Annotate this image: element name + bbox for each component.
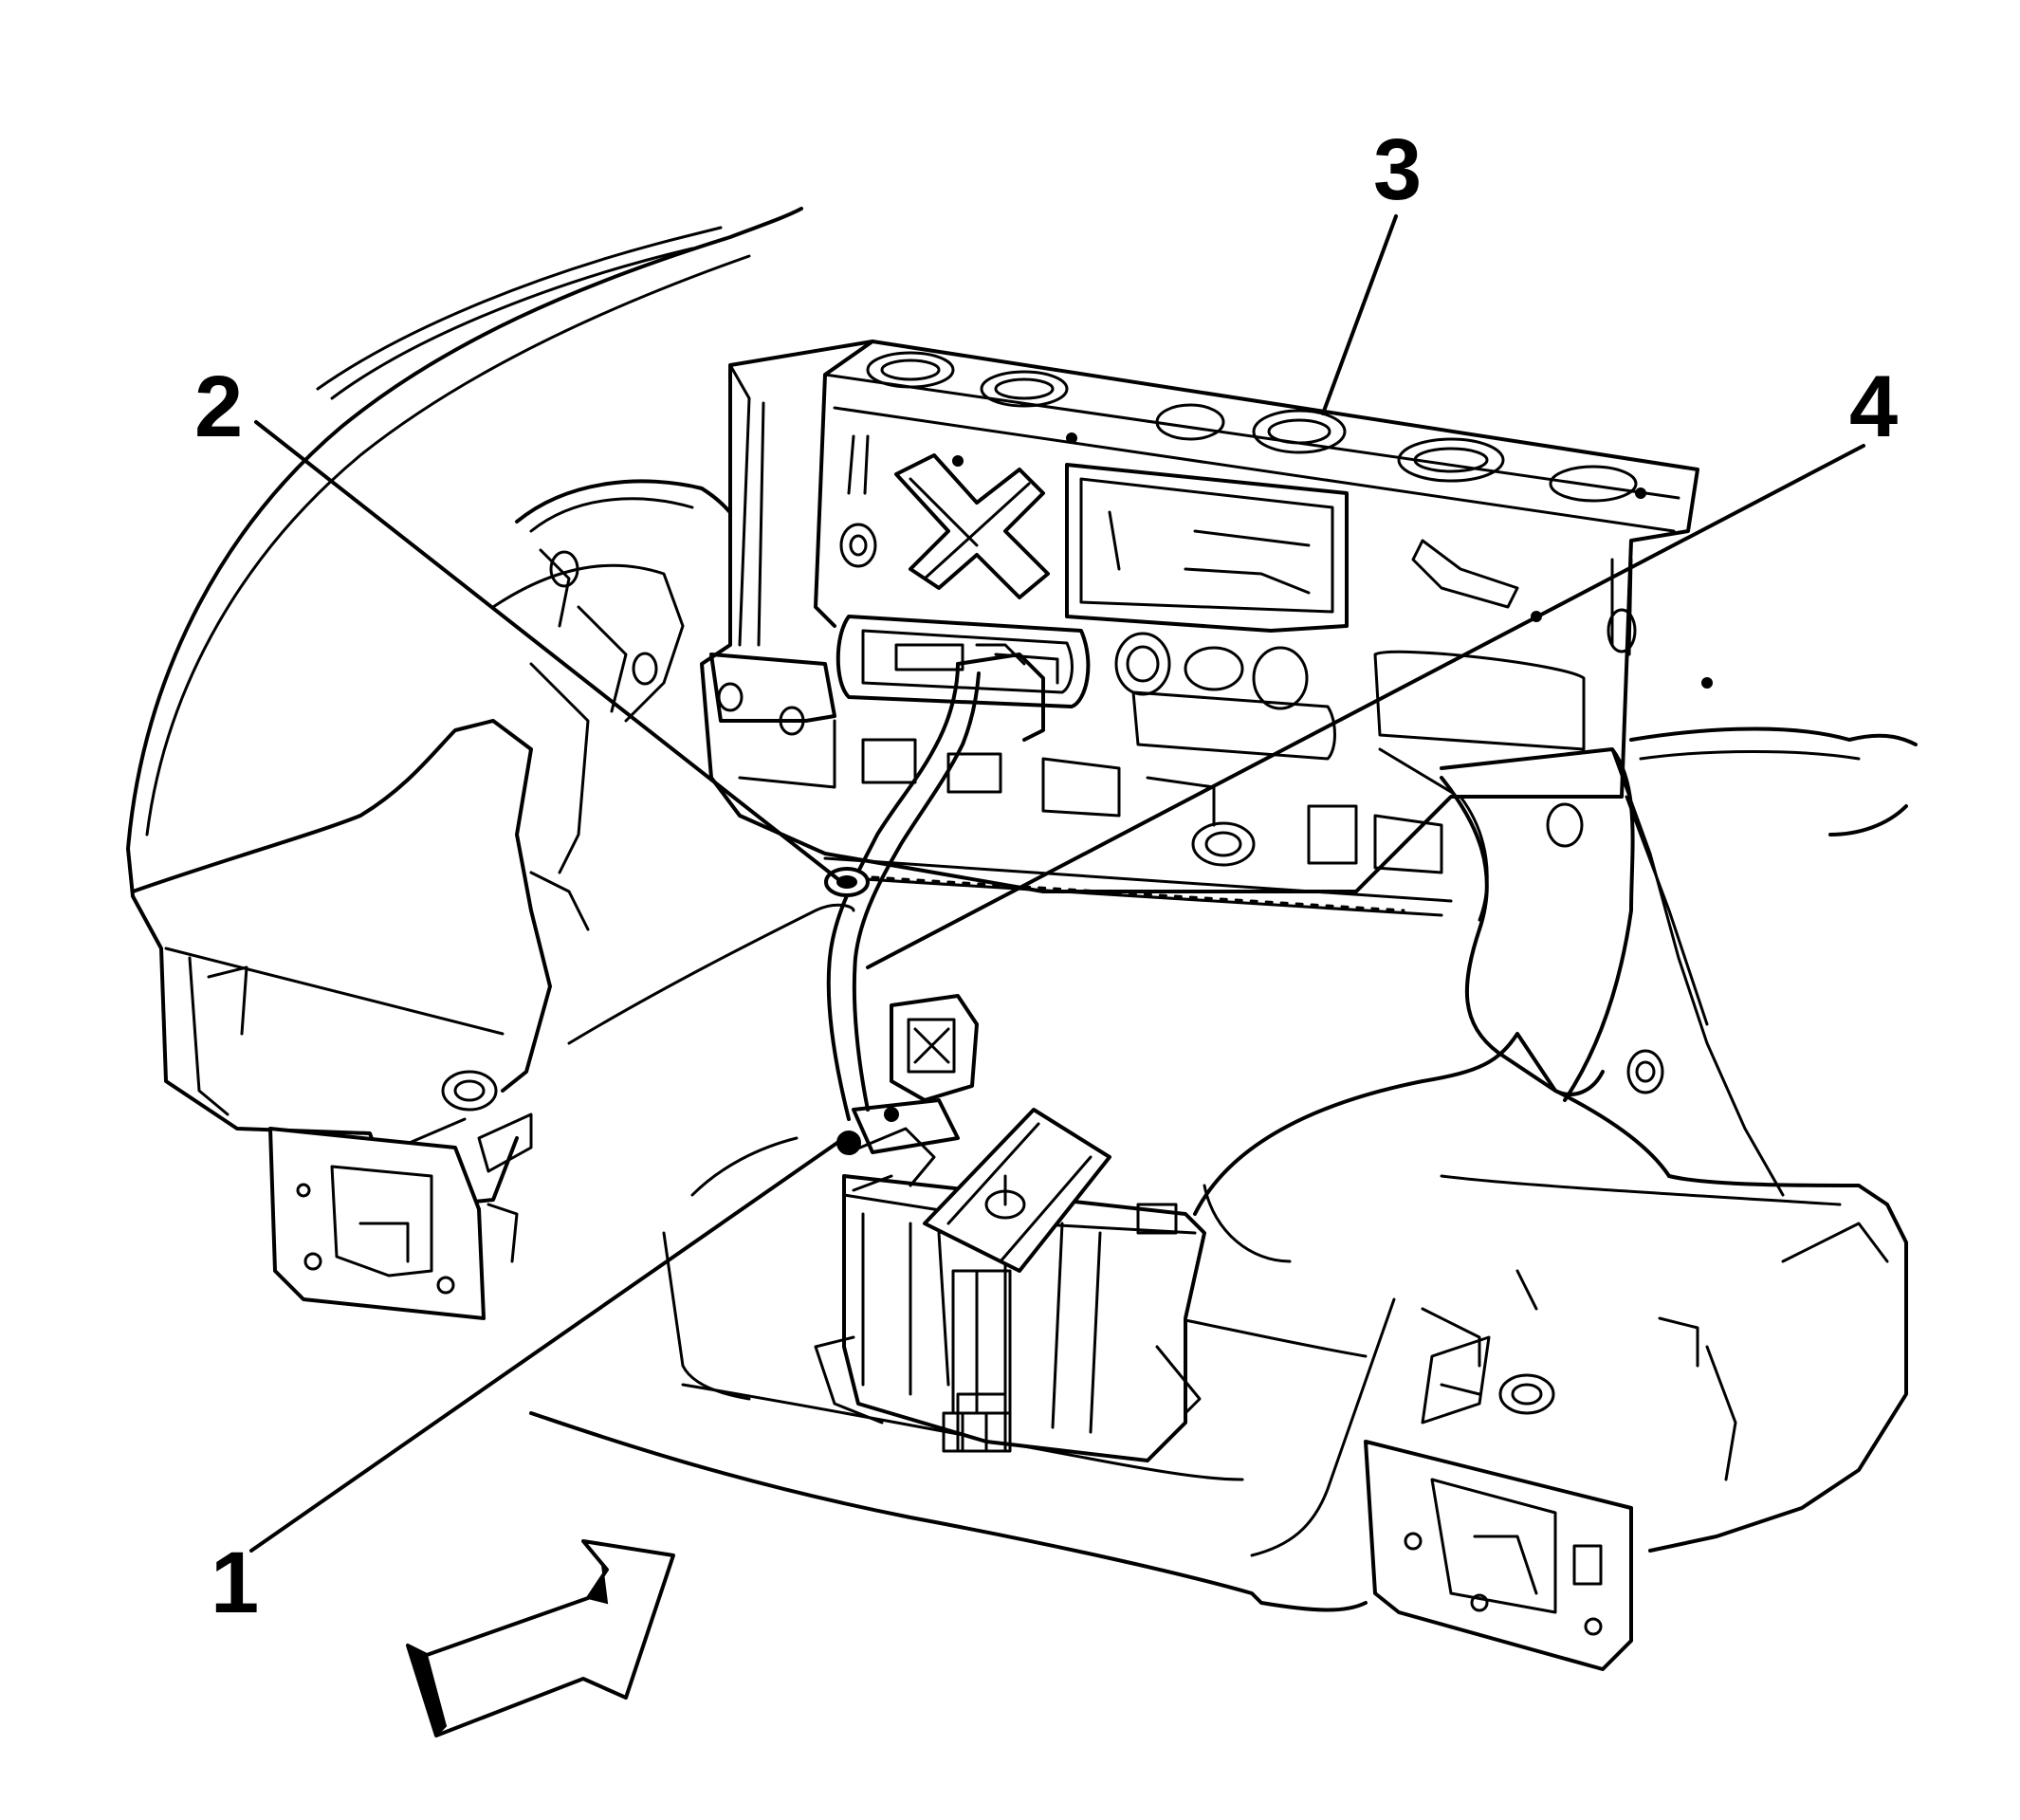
leader-line-4 [866,444,1865,969]
right-body-panel [1193,726,1918,1553]
callout-2: 2 [194,358,243,455]
left-rail-bracket [268,1070,533,1320]
leader-line-2 [254,420,841,882]
trunk-floor-pan [529,903,1842,1612]
battery-assembly [814,1108,1206,1462]
rear-compartment-panel [700,340,1713,917]
callout-1: 1 [211,1535,259,1631]
left-wheelhouse [491,479,754,931]
callout-4: 4 [1849,358,1898,455]
callout-3: 3 [1373,121,1422,218]
leader-line-1 [249,1136,846,1553]
leader-line-3 [1321,214,1398,415]
right-rail-bracket [1364,1440,1633,1671]
view-direction-arrow-icon [406,1539,675,1737]
